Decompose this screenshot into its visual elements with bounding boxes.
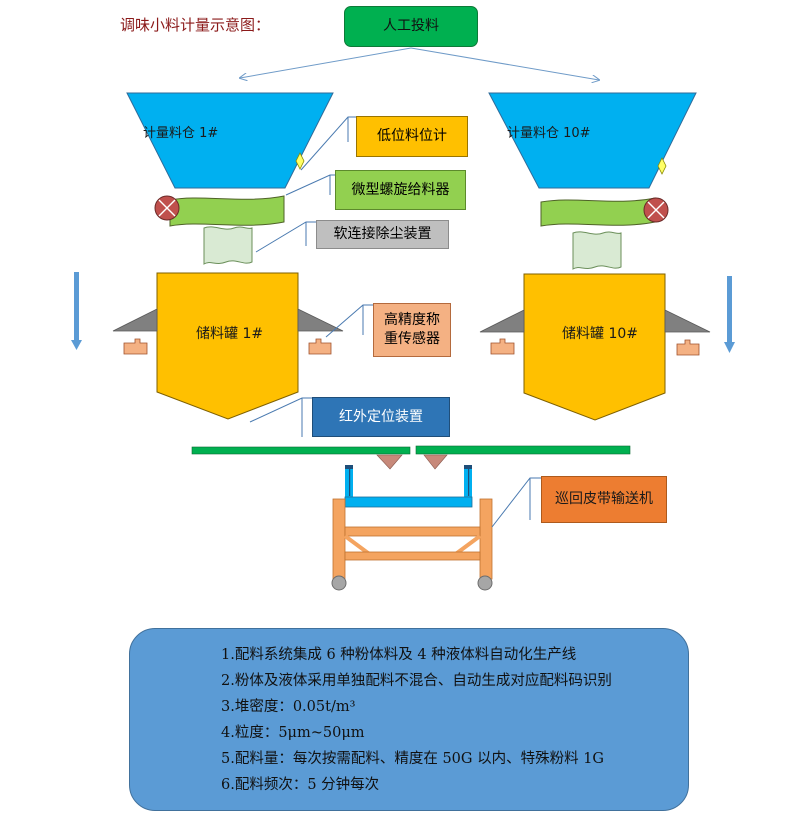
flex-connector-left [203, 226, 253, 265]
infrared-locator-box: 红外定位装置 [312, 397, 450, 437]
bracket-right-inner [664, 309, 711, 333]
bracket-left-inner [297, 308, 344, 332]
weigh-sensor-line1: 高精度称 [384, 312, 440, 329]
flex-connector-right [572, 231, 622, 270]
ir-locator-icon-1 [376, 454, 403, 470]
leader-ticks [305, 117, 364, 335]
load-cell-icon-3 [490, 338, 515, 355]
notes-list: 1.配料系统集成 6 种粉体料及 4 种液体料自动化生产线 2.粉体及液体采用单… [221, 642, 612, 798]
ir-locator-icon-2 [423, 454, 448, 470]
note-item: 1.配料系统集成 6 种粉体料及 4 种液体料自动化生产线 [221, 647, 577, 663]
load-cell-icon-4 [676, 339, 700, 356]
bracket-left-outer [112, 308, 158, 332]
feed-arrow-left [240, 47, 412, 78]
note-item: 3.堆密度：0.05t/m³ [221, 699, 356, 715]
metering-bin-right [488, 92, 697, 189]
load-cell-icon-1 [123, 338, 148, 355]
screw-feeder-right [540, 197, 656, 227]
bin-right-label: 计量料仓 10# [507, 126, 591, 141]
dust-remover-box: 软连接除尘装置 [316, 220, 449, 249]
load-cell-icon-2 [308, 338, 332, 355]
low-level-gauge-box: 低位料位计 [356, 116, 468, 157]
weigh-sensor-line2: 重传感器 [384, 331, 440, 347]
conveyor-rail-right [415, 445, 631, 455]
tank-right-label: 储料罐 10# [562, 326, 638, 342]
storage-tank-right [523, 273, 666, 421]
level-sensor-icon-right [657, 157, 667, 175]
storage-tank-left [156, 272, 299, 420]
level-sensor-icon-left [295, 152, 305, 170]
down-arrow-icon-left [71, 272, 82, 350]
weigh-sensor-box: 高精度称 重传感器 [373, 303, 451, 357]
tank-left-label: 储料罐 1# [196, 326, 264, 342]
down-arrow-icon-right [724, 276, 735, 353]
feed-arrow-right [410, 47, 599, 80]
note-item: 5.配料量：每次按需配料、精度在 50G 以内、特殊粉料 1G [221, 751, 605, 767]
page-title: 调味小料计量示意图： [120, 16, 271, 34]
bin-left-label: 计量料仓 1# [143, 126, 219, 141]
bracket-right-outer [479, 309, 525, 333]
valve-icon-left [154, 195, 180, 221]
cart-assembly [331, 465, 493, 591]
valve-icon-right [643, 197, 669, 223]
screw-feeder-box: 微型螺旋给料器 [335, 170, 466, 210]
note-item: 4.粒度：5μm~50μm [221, 725, 365, 741]
screw-feeder-left [169, 195, 285, 227]
metering-bin-left [126, 92, 334, 189]
note-item: 6.配料频次：5 分钟每次 [221, 777, 380, 793]
notes-panel: 1.配料系统集成 6 种粉体料及 4 种液体料自动化生产线 2.粉体及液体采用单… [129, 628, 689, 811]
manual-feed-box: 人工投料 [344, 6, 478, 47]
belt-conveyor-box: 巡回皮带输送机 [541, 476, 667, 523]
conveyor-rail-left [191, 446, 411, 455]
note-item: 2.粉体及液体采用单独配料不混合、自动生成对应配料码识别 [221, 673, 612, 689]
